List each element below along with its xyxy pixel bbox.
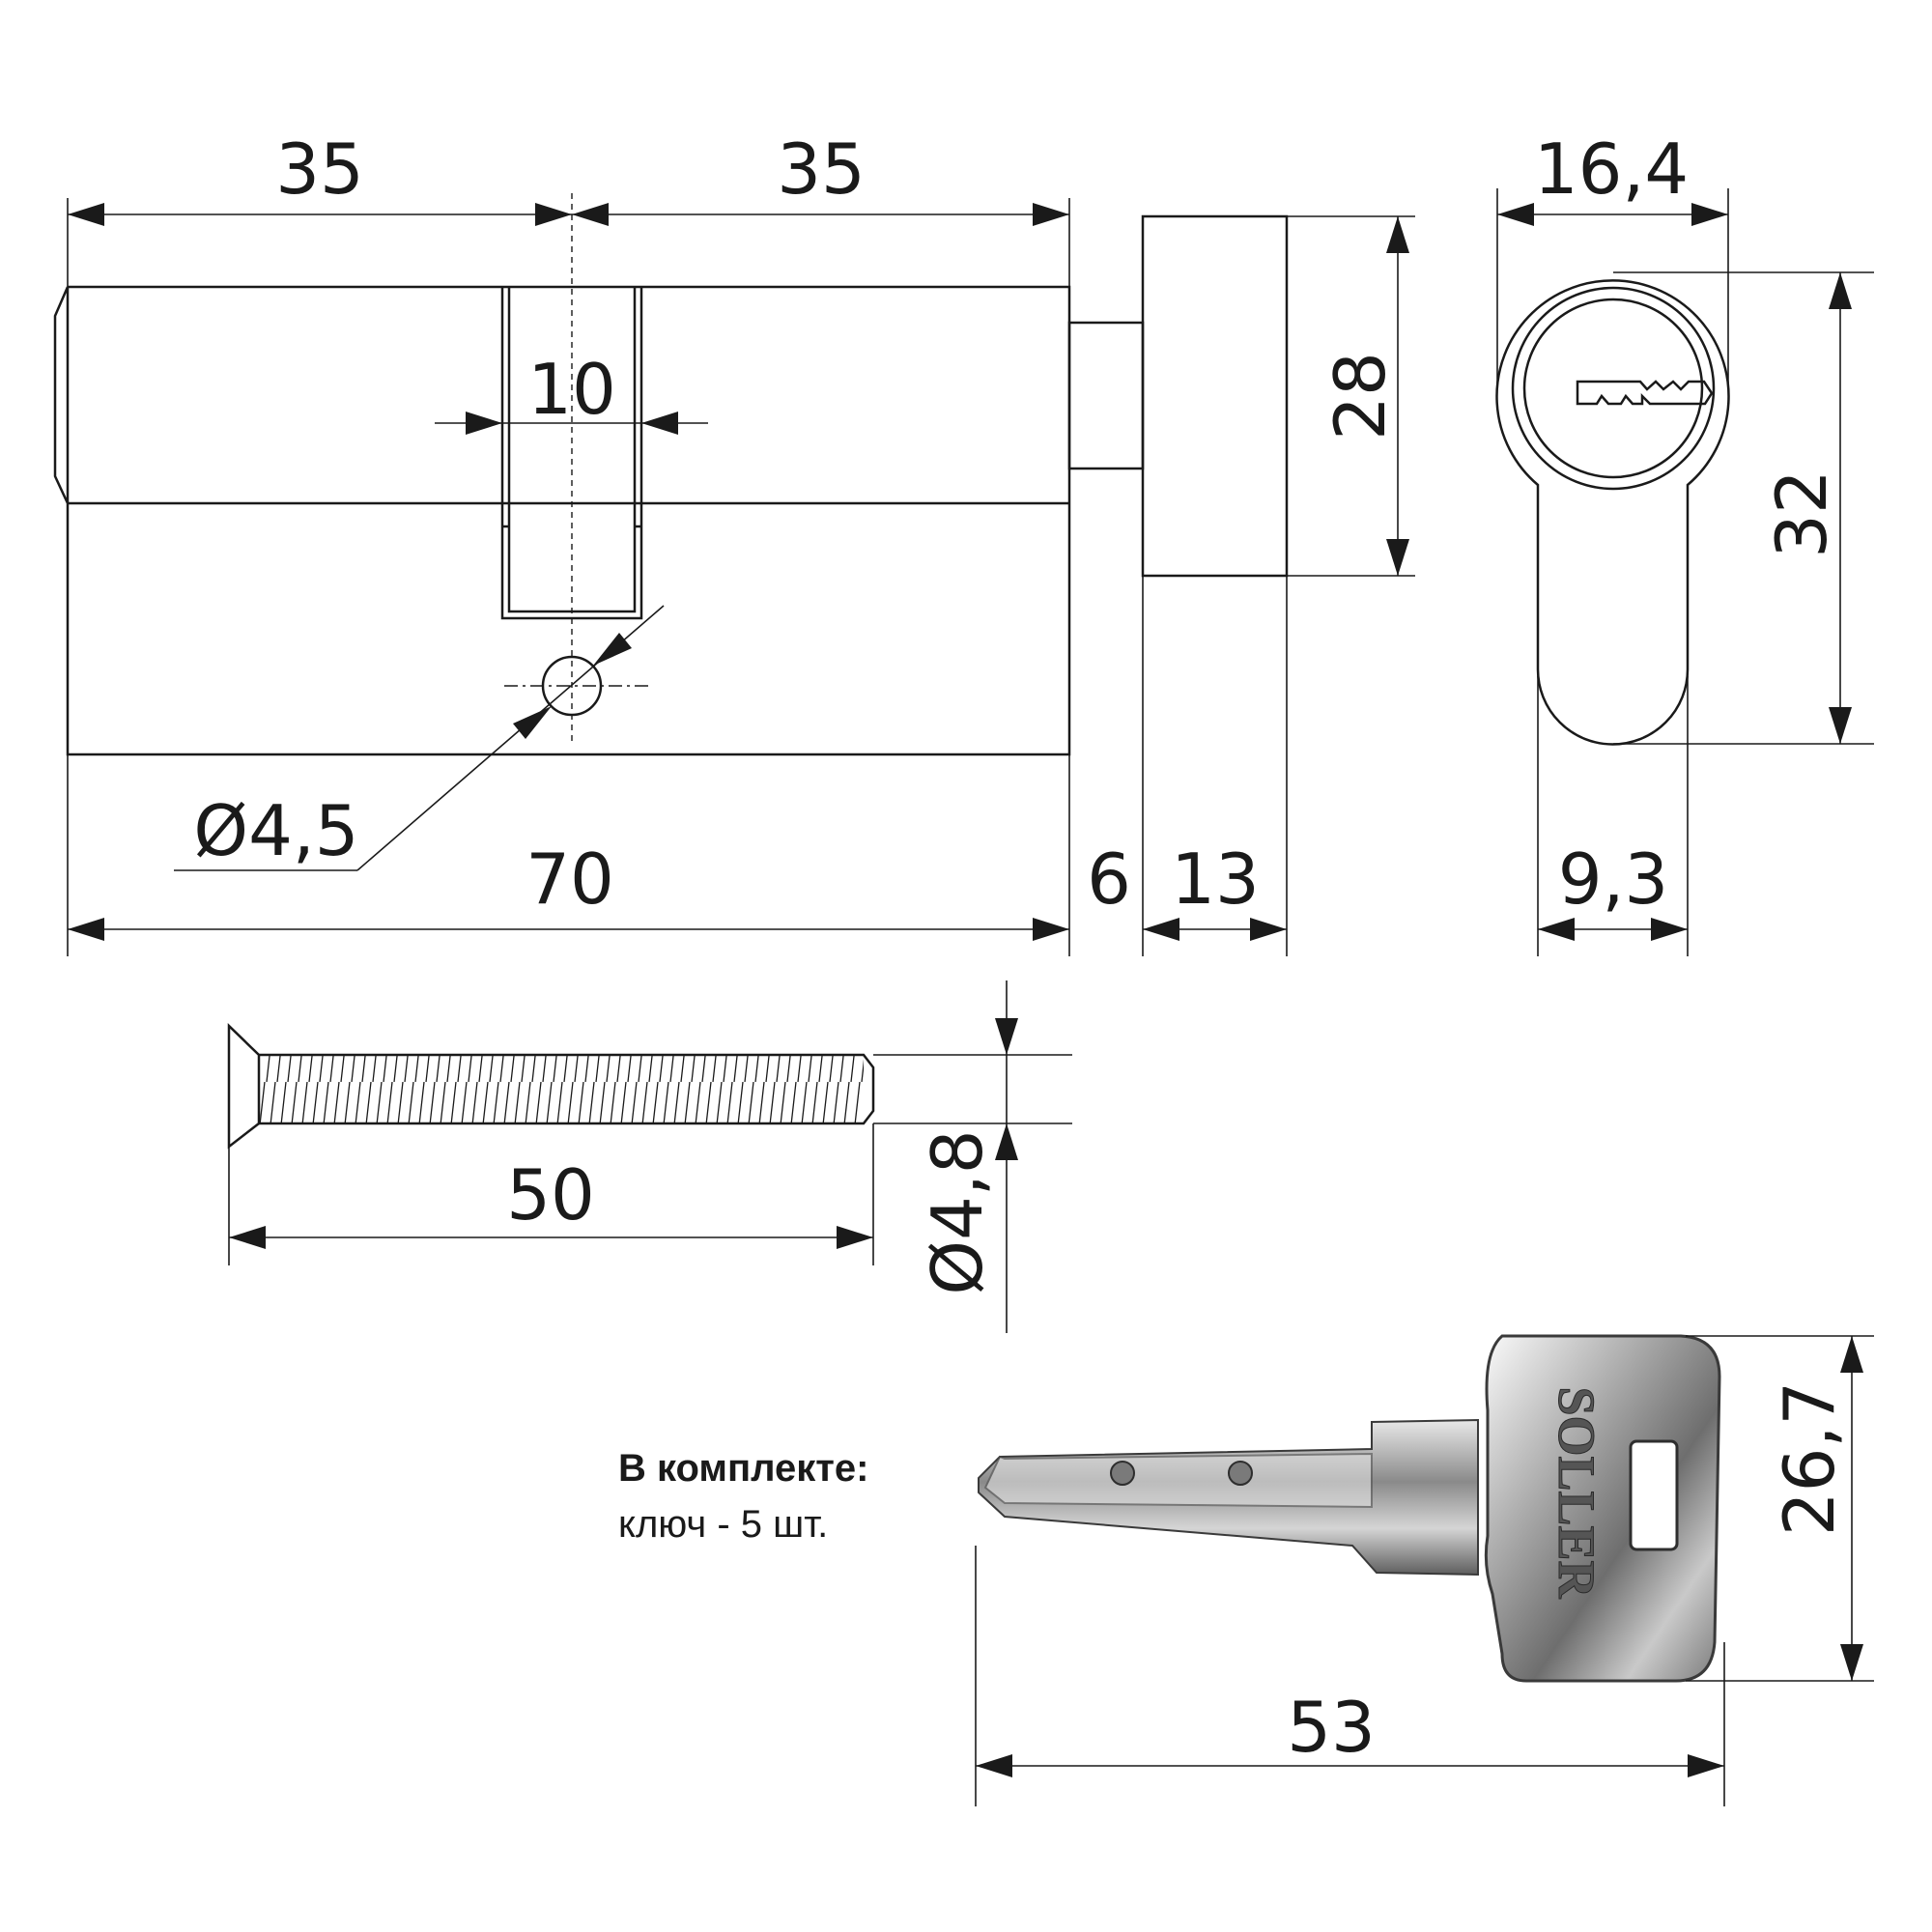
dimension-knob-width: 13 (1171, 838, 1260, 920)
dimension-screw-diameter-label: Ø4,8 (917, 1129, 998, 1294)
dimension-knob-height: 28 (1287, 215, 1415, 577)
mounting-screw (227, 1023, 875, 1150)
dimension-screw-hole-label: Ø4,5 (193, 790, 358, 871)
key-dimple (1110, 1461, 1135, 1486)
key-head-slot (1629, 1439, 1679, 1551)
key-image: SOLLER (978, 1334, 1721, 1683)
dimension-screw-length: 50 (228, 1123, 874, 1265)
dimension-bottom: 70 6 13 (67, 576, 1288, 956)
dimension-profile-height-label: 32 (1761, 469, 1842, 558)
dimension-key-height-label: 26,7 (1769, 1381, 1850, 1536)
keyway-ring (1522, 298, 1704, 479)
key-head (1484, 1334, 1721, 1683)
dimension-profile-lower-width: 9,3 (1537, 676, 1689, 956)
knob-body (1141, 214, 1289, 578)
dimension-key-length-label: 53 (1287, 1687, 1376, 1768)
dimension-screw-diameter: Ø4,8 (873, 980, 1072, 1333)
dimension-right-half: 35 (777, 128, 866, 210)
dimension-screw-hole: Ø4,5 (174, 605, 665, 871)
screw-hole (541, 655, 603, 717)
dimension-profile-height: 32 (1613, 271, 1874, 745)
key-brand-logo: SOLLER (1548, 1386, 1605, 1599)
keyway-icon (1576, 380, 1714, 406)
dimension-screw-length-label: 50 (506, 1154, 595, 1236)
dimension-cam-width: 10 (435, 349, 708, 435)
dimension-knob-height-label: 28 (1320, 352, 1401, 440)
dimension-key-height: 26,7 (1686, 1335, 1874, 1682)
profile-inner-ring (1511, 286, 1716, 491)
dimension-cam-width-label: 10 (527, 349, 616, 430)
dimension-profile-width: 16,4 (1496, 128, 1729, 386)
screw-thread (259, 1055, 864, 1123)
profile-outer-outline (1495, 279, 1730, 746)
key-dimple (1228, 1461, 1253, 1486)
dimension-profile-lower-width-label: 9,3 (1558, 838, 1669, 920)
package-note-text: ключ - 5 шт. (618, 1503, 829, 1546)
cylinder-profile-view (1495, 279, 1730, 746)
dimension-body-length: 70 (526, 838, 614, 920)
cylinder-side-view (53, 193, 1289, 756)
knob-shaft (1067, 321, 1145, 470)
dimension-knob-gap: 6 (1087, 838, 1131, 920)
screw-head (227, 1023, 261, 1150)
package-note-title: В комплекте: (618, 1447, 869, 1490)
dimension-key-length: 53 (975, 1546, 1725, 1806)
key-blade-top-edge (983, 1452, 1373, 1509)
screw-shank-outline (259, 1053, 875, 1125)
dimension-profile-width-label: 16,4 (1534, 128, 1689, 210)
dimension-top-halves: 35 35 (67, 128, 1070, 323)
dimension-left-half: 35 (275, 128, 364, 210)
